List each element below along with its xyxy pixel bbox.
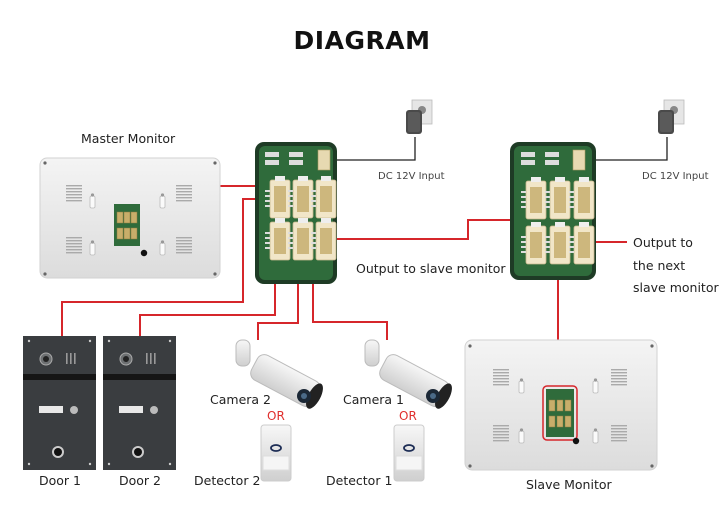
dc-input-label-1: DC 12V Input [378,171,445,182]
distribution-board-1 [255,142,337,284]
distribution-board-2 [510,142,596,280]
camera-2-label: Camera 2 [210,392,271,407]
output-to-slave-label: Output to slave monitor [356,261,506,276]
camera-2-icon [235,339,323,409]
slave-monitor [464,339,658,471]
or-label-1: OR [399,409,417,423]
wire-door-1 [61,198,266,338]
dc-input-label-2: DC 12V Input [642,171,709,182]
door-panel-1 [23,336,96,470]
camera-1-icon [364,339,452,409]
door-2-label: Door 2 [119,473,161,488]
master-monitor [39,157,221,279]
power-cable-1 [330,137,416,161]
diagram-title: DIAGRAM [293,26,431,55]
door-panel-2 [103,336,176,470]
detector-1-icon [393,424,425,482]
detector-2-label: Detector 2 [194,473,261,488]
detector-1-label: Detector 1 [326,473,393,488]
power-cables [330,137,668,161]
output-next-label-line1: Output to [633,235,693,250]
power-cable-2 [585,137,668,161]
output-next-label-line3: slave monitor [633,280,719,295]
slave-monitor-label: Slave Monitor [526,477,612,492]
or-label-2: OR [267,409,285,423]
master-monitor-label: Master Monitor [81,131,176,146]
detector-2-icon [260,424,292,482]
door-1-label: Door 1 [39,473,81,488]
power-adapter-icon [405,99,433,135]
power-adapter-icon [657,99,685,135]
camera-1-label: Camera 1 [343,392,404,407]
wire-door-2 [139,256,276,338]
output-next-label-line2: the next [633,258,686,273]
wire-camera-2 [257,256,299,340]
